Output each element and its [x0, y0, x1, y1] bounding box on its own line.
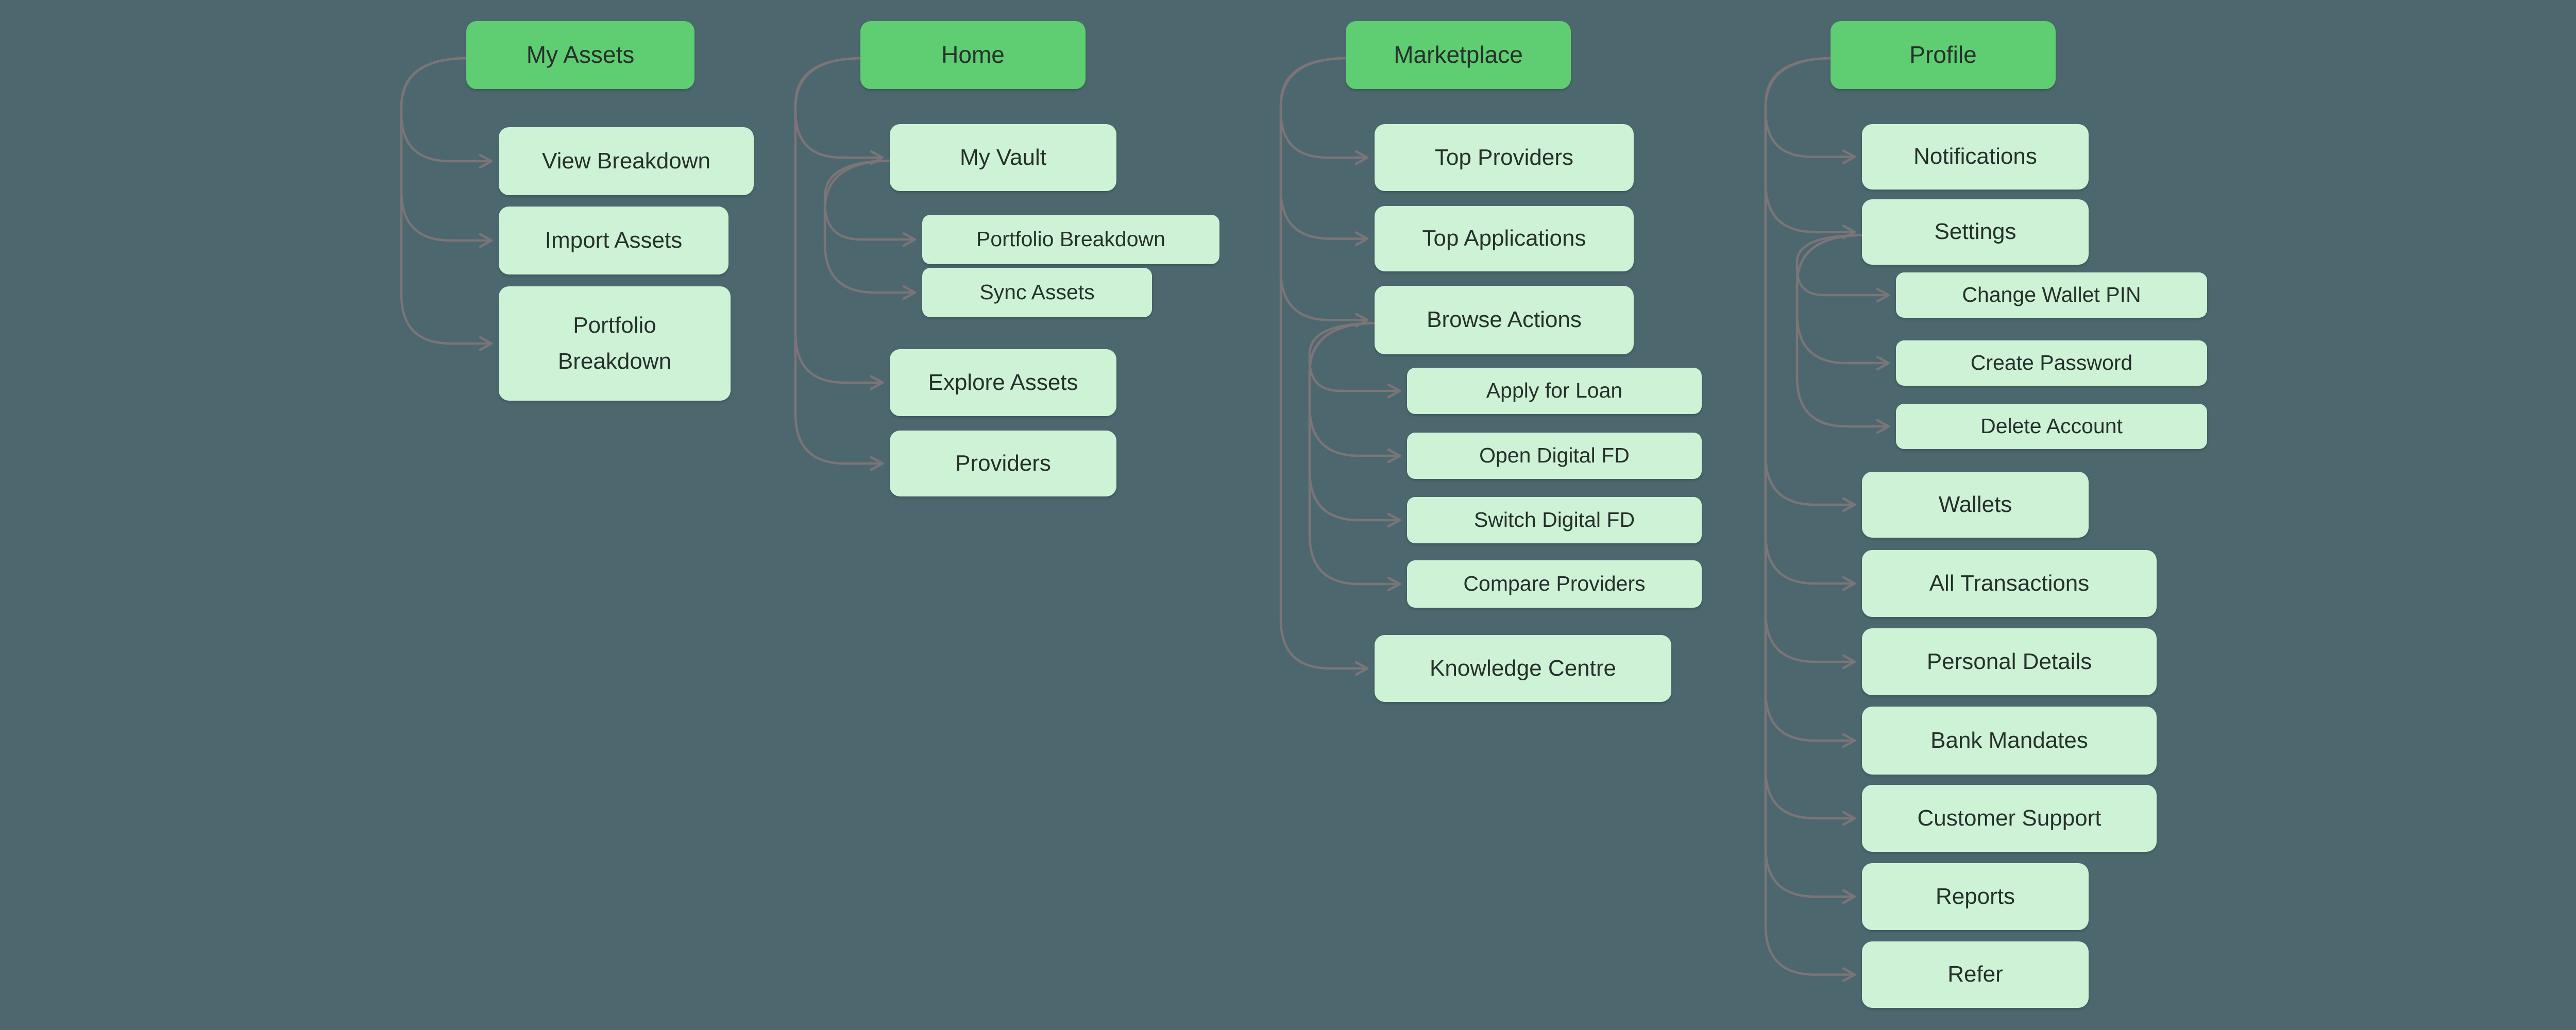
- node-label: Open Digital FD: [1479, 443, 1630, 468]
- node-personal-details[interactable]: Personal Details: [1862, 628, 2157, 695]
- node-label: Portfolio Breakdown: [557, 312, 672, 374]
- node-label: My Assets: [526, 41, 635, 68]
- node-label: My Vault: [960, 144, 1046, 170]
- edge-connector: [1764, 57, 1856, 748]
- node-label: Delete Account: [1980, 414, 2123, 438]
- node-knowledge-centre[interactable]: Knowledge Centre: [1375, 635, 1671, 702]
- node-sync-assets[interactable]: Sync Assets: [922, 268, 1152, 317]
- edge-connector: [1795, 234, 1890, 303]
- node-customer-support[interactable]: Customer Support: [1862, 785, 2157, 852]
- node-label: Profile: [1909, 41, 1977, 68]
- edge-connector: [1308, 322, 1401, 399]
- node-label: Refer: [1947, 962, 2003, 987]
- node-settings[interactable]: Settings: [1862, 199, 2089, 265]
- node-label: Personal Details: [1926, 648, 2092, 674]
- node-wallets[interactable]: Wallets: [1862, 472, 2089, 538]
- node-marketplace[interactable]: Marketplace: [1346, 21, 1571, 89]
- node-top-providers[interactable]: Top Providers: [1375, 124, 1634, 191]
- node-label: Sync Assets: [979, 280, 1095, 304]
- node-my-assets[interactable]: My Assets: [466, 21, 694, 89]
- node-my-vault[interactable]: My Vault: [890, 124, 1116, 191]
- edge-connector: [823, 159, 917, 300]
- node-label: Bank Mandates: [1930, 727, 2088, 753]
- edge-connector: [1279, 57, 1369, 676]
- node-portfolio-breakdown-vault[interactable]: Portfolio Breakdown: [922, 215, 1219, 264]
- node-open-digital-fd[interactable]: Open Digital FD: [1407, 433, 1702, 479]
- node-label: Portfolio Breakdown: [976, 227, 1165, 251]
- node-bank-mandates[interactable]: Bank Mandates: [1862, 707, 2157, 775]
- node-top-applications[interactable]: Top Applications: [1375, 206, 1634, 271]
- node-refer[interactable]: Refer: [1862, 941, 2089, 1008]
- node-label: Notifications: [1913, 144, 2037, 169]
- node-label: Explore Assets: [928, 369, 1078, 395]
- node-label: Customer Support: [1917, 805, 2102, 831]
- node-reports[interactable]: Reports: [1862, 863, 2089, 930]
- node-switch-digital-fd[interactable]: Switch Digital FD: [1407, 497, 1702, 543]
- node-label: Compare Providers: [1463, 572, 1646, 596]
- node-label: Marketplace: [1394, 41, 1523, 68]
- node-label: Settings: [1934, 219, 2016, 245]
- edge-connector: [794, 57, 884, 390]
- node-label: Import Assets: [545, 227, 683, 253]
- node-label: Browse Actions: [1427, 307, 1582, 333]
- node-label: Change Wallet PIN: [1962, 283, 2141, 307]
- node-label: Top Providers: [1434, 144, 1573, 170]
- node-label: Home: [941, 41, 1005, 68]
- node-change-wallet-pin[interactable]: Change Wallet PIN: [1896, 272, 2207, 318]
- node-home[interactable]: Home: [860, 21, 1086, 89]
- edge-connector: [1764, 57, 1856, 982]
- node-label: Knowledge Centre: [1429, 655, 1616, 681]
- node-label: Top Applications: [1422, 226, 1586, 251]
- node-notifications[interactable]: Notifications: [1862, 124, 2089, 190]
- node-label: Switch Digital FD: [1473, 508, 1635, 532]
- edge-connector: [1279, 57, 1369, 328]
- node-compare-providers[interactable]: Compare Providers: [1407, 560, 1702, 608]
- edge-connector: [1764, 57, 1856, 904]
- node-label: Create Password: [1970, 351, 2133, 375]
- node-label: Wallets: [1938, 491, 2012, 517]
- node-create-password[interactable]: Create Password: [1896, 340, 2207, 386]
- node-import-assets[interactable]: Import Assets: [499, 207, 728, 274]
- node-label: Apply for Loan: [1486, 379, 1623, 403]
- node-label: Reports: [1935, 883, 2015, 909]
- edge-connector: [1308, 322, 1401, 592]
- node-all-transactions[interactable]: All Transactions: [1862, 550, 2157, 617]
- node-view-breakdown[interactable]: View Breakdown: [499, 127, 754, 195]
- edge-connector: [1764, 57, 1856, 826]
- node-explore-assets[interactable]: Explore Assets: [890, 349, 1116, 416]
- edge-connector: [1764, 57, 1856, 512]
- node-profile[interactable]: Profile: [1831, 21, 2056, 89]
- node-portfolio-breakdown-assets[interactable]: Portfolio Breakdown: [499, 286, 731, 401]
- edge-connector: [794, 57, 884, 471]
- edge-connector: [400, 57, 493, 351]
- node-label: All Transactions: [1929, 570, 2090, 596]
- node-browse-actions[interactable]: Browse Actions: [1375, 286, 1634, 354]
- node-label: View Breakdown: [542, 148, 710, 174]
- edge-connector: [1795, 234, 1890, 434]
- node-delete-account[interactable]: Delete Account: [1896, 404, 2207, 449]
- node-label: Providers: [955, 450, 1051, 476]
- node-providers[interactable]: Providers: [890, 431, 1116, 496]
- node-apply-for-loan[interactable]: Apply for Loan: [1407, 368, 1702, 414]
